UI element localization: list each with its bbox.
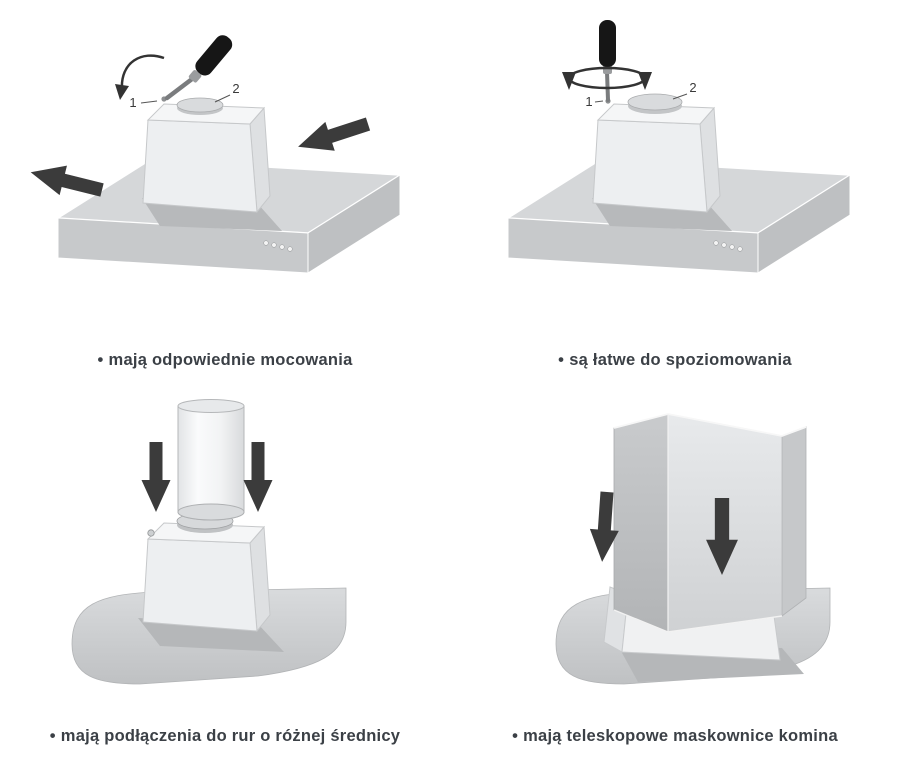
illustration-mounting: 1 2 (27, 35, 403, 274)
bullet: • (512, 727, 519, 745)
bullet: • (97, 351, 104, 369)
caption-chimney-cover: •mają teleskopowe maskownice komina (450, 727, 900, 746)
duct-cap (176, 97, 224, 115)
step-label-1: 1 (129, 95, 158, 110)
screwdriver (164, 35, 233, 101)
svg-text:2: 2 (689, 80, 696, 95)
illustration-chimney-cover (555, 413, 831, 685)
duct-box (592, 103, 721, 214)
rotation-arrow (115, 54, 165, 100)
control-buttons (713, 240, 743, 252)
caption-mounting: •mają odpowiednie mocowania (0, 351, 450, 370)
step-label-2: 2 (214, 81, 240, 103)
caption-text: są łatwe do spoziomowania (569, 351, 792, 369)
mounting-screw (147, 529, 155, 537)
bullet: • (558, 351, 565, 369)
direction-arrow-right (293, 109, 373, 162)
caption-leveling: •są łatwe do spoziomowania (450, 351, 900, 370)
step-label-1: 1 (585, 94, 604, 109)
duct-box (142, 522, 271, 633)
down-arrow-left (141, 442, 171, 512)
down-arrow-right (243, 442, 273, 512)
svg-text:1: 1 (585, 94, 592, 109)
svg-text:1: 1 (129, 95, 136, 110)
caption-text: mają podłączenia do rur o różnej średnic… (60, 727, 401, 745)
illustration-leveling: 1 2 (505, 20, 853, 274)
illustration-pipe-connection (71, 399, 347, 685)
control-buttons (263, 240, 293, 252)
bullet: • (49, 727, 56, 745)
svg-text:2: 2 (232, 81, 239, 96)
telescopic-cover (613, 413, 807, 633)
rotation-arrow (562, 66, 652, 90)
duct-box (142, 103, 271, 214)
caption-text: mają teleskopowe maskownice komina (523, 727, 838, 745)
caption-text: mają odpowiednie mocowania (108, 351, 353, 369)
caption-pipe-connection: •mają podłączenia do rur o różnej średni… (0, 727, 450, 746)
step-label-2: 2 (672, 80, 697, 100)
pipe (177, 399, 245, 521)
duct-cap (627, 93, 683, 114)
